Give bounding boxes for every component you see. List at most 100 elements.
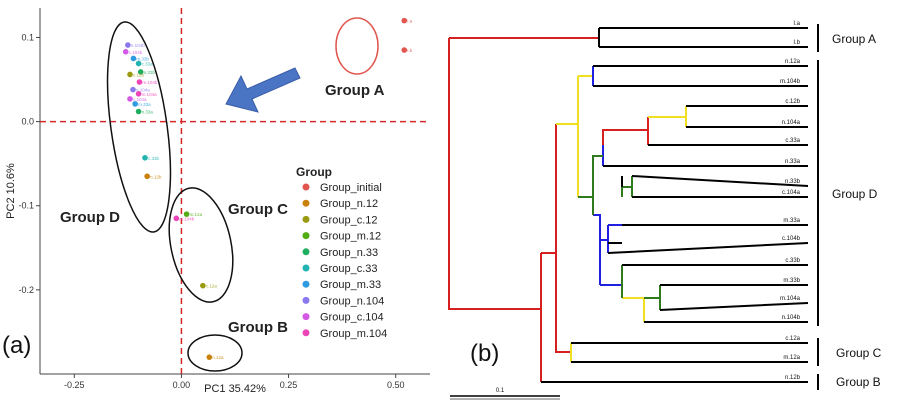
data-point-label: n.33b [144,70,156,75]
legend-swatch [302,313,310,321]
panel-a-label: (a) [2,332,31,359]
data-point [135,91,142,97]
data-point [200,282,206,289]
data-point [135,60,142,67]
tree-leaf-label: m.33a [783,218,800,224]
tree-leaf-label: n.33b [785,179,801,185]
legend-swatch [302,329,310,337]
data-point [401,47,408,53]
tree-leaves-group-c [571,342,808,363]
x-tick-label: 0.25 [280,380,298,390]
tree-branch-c12b-n104a [648,106,687,127]
bracket-label-group-d: Group D [832,187,878,201]
tree-branch-c12b-c33a [602,117,649,145]
data-point-label: c.33b [148,156,160,161]
data-point [132,101,138,107]
legend-entry-label: Group_c.104 [320,312,384,324]
tree-leaf-label: n.104a [782,120,801,126]
tree-leaf-label: n.33a [785,159,801,165]
data-point-label: n.12b [150,174,162,179]
legend-entry-label: Group_m.104 [320,328,387,340]
legend-entry-label: Group_n.33 [320,247,378,259]
tree-branch-yellow-m104a [622,297,645,322]
data-point-label: c.104a [133,97,147,102]
pca-y-axis-title: PC2 10.6% [5,163,17,219]
tree-branch-green-low [621,265,661,310]
data-point [173,215,180,222]
group-d-label: Group D [60,209,120,226]
data-point-label: I.a [407,19,413,24]
pca-x-axis-title: PC1 35.42% [204,383,266,395]
tree-leaf-label: c.33a [785,138,800,144]
tree-branch-green [578,155,603,215]
tree-branch-root [448,38,541,310]
legend-entry-label: Group_n.12 [320,198,378,210]
bracket-label-group-c: Group C [836,346,882,360]
legend-entry-label: Group_m.33 [320,279,381,291]
legend-swatch [302,232,310,240]
tree-branch-c-stem [555,253,571,353]
data-point-label: c.12a [206,284,218,289]
tree-leaf-label: I.a [793,21,800,27]
data-point-label: c.12b [133,72,145,77]
data-point [136,79,143,85]
y-tick-label: -0.2 [18,285,34,295]
tree-leaf-label: n.12b [785,375,801,381]
group-a-label: Group A [325,82,385,99]
data-point [135,108,142,115]
data-point-label: m.33b [136,56,149,61]
tree-leaf-label: c.104a [782,190,801,196]
legend-entry-label: Group_c.12 [320,214,377,226]
data-point [183,211,190,217]
legend-entry-label: Group_m.12 [320,231,381,243]
tree-leaf-label: m.33b [783,278,800,284]
group-a-ellipse [335,17,379,75]
x-tick-label: -0.25 [64,380,85,390]
legend-swatch [302,264,310,272]
tree-leaf-label: m.12a [783,355,800,361]
y-tick-label: 0.1 [21,32,34,42]
legend-swatch [302,215,310,223]
group-b-label: Group B [228,319,288,336]
legend-title: Group [296,165,332,179]
pca-plot-area [40,8,430,374]
legend-swatch [302,280,310,288]
data-point-label: n.12a [212,355,224,360]
legend-swatch [302,296,310,304]
tree-leaf-label: n.104b [782,315,801,321]
data-point [127,96,133,102]
tree-leaf-label: n.12a [785,59,801,65]
data-point [206,354,213,360]
data-point-label: c.104b [129,50,143,55]
group-d-ellipse [106,21,172,233]
tree-branch-group-a [598,27,808,48]
tree-leaf-label: m.104a [780,296,801,302]
group-c-ellipse [168,187,234,303]
data-point-label: m.104b [179,216,195,221]
group-c-label: Group C [228,201,288,218]
bracket-label-group-a: Group A [832,32,876,46]
data-point [130,55,137,62]
data-point [125,42,131,48]
scale-bar-label: 0.1 [496,388,505,394]
tree-branch-blue-low [593,214,622,286]
tree-leaf-label: c.104b [782,236,801,242]
legend-swatch [302,248,310,256]
legend-swatch [302,183,310,191]
data-point [144,173,150,180]
pointer-arrow [225,67,301,113]
data-point-label: m.12a [190,212,203,217]
data-point [122,48,129,55]
data-point-label: m.33a [138,102,151,107]
data-point [127,71,133,78]
legend-entry-label: Group_initial [320,182,382,194]
data-point [142,154,148,161]
tree-branch-c33b [608,176,623,244]
legend-entry-label: Group_c.33 [320,263,377,275]
x-tick-label: 0.00 [173,380,191,390]
data-point [130,86,136,93]
data-point-label: I.b [407,48,413,53]
legend-swatch [302,199,310,207]
